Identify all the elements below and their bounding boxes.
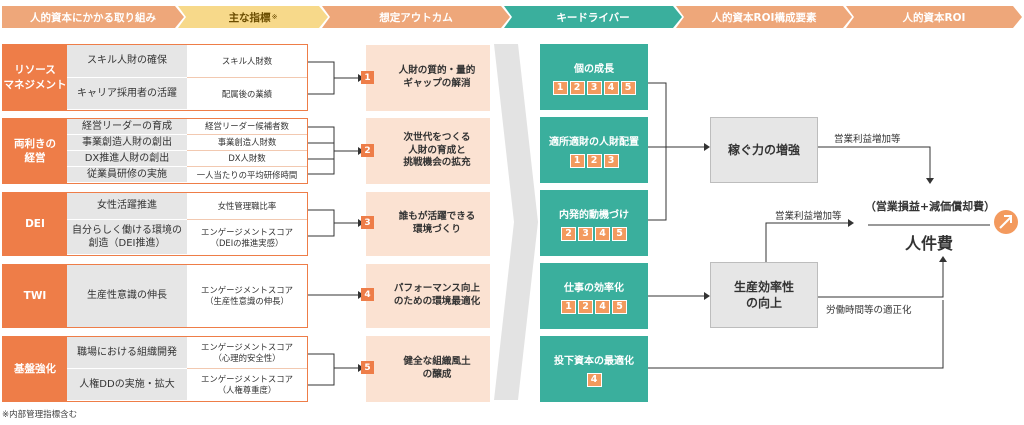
driver-work-efficiency: 仕事の効率化 1 2 4 5 [540, 263, 648, 329]
outcome-ref: 2 [561, 226, 576, 241]
outcome-5-number: 5 [361, 361, 374, 374]
indicator-dx-talent: DX人財数 [187, 151, 307, 167]
driver-label: 内発的動機づけ [559, 209, 629, 221]
indicator-business-creators: 事業創造人財数 [187, 135, 307, 151]
outcome-ref: 5 [612, 299, 627, 314]
header-step-key-drivers: キードライバー [504, 6, 682, 28]
outcome-ref: 5 [612, 226, 627, 241]
outcome-ref: 4 [595, 299, 610, 314]
initiative-org-development: 職場における組織開発 [67, 337, 187, 369]
category-resource-management: リソース マネジメント [3, 45, 67, 110]
header-step-outcomes: 想定アウトカム [322, 6, 510, 28]
outcome-ref: 3 [578, 226, 593, 241]
category-ambidextrous-management: 両利きの 経営 [3, 119, 67, 183]
initiative-career-hire: キャリア採用者の活躍 [67, 78, 187, 110]
driver-label: 個の成長 [574, 63, 614, 75]
outcome-ref: 4 [595, 226, 610, 241]
indicator-engagement-productivity: エンゲージメントスコア （生産性意識の伸長） [187, 265, 307, 327]
driver-invested-capital-optimization: 投下資本の最適化 4 [540, 336, 648, 402]
indicator-skill-talent-count: スキル人財数 [187, 45, 307, 78]
indicator-women-managers-ratio: 女性管理職比率 [187, 193, 307, 220]
outcome-ref: 1 [561, 299, 576, 314]
footnote: ※内部管理指標含む [2, 410, 78, 420]
category-dei: DEI [3, 193, 67, 255]
initiative-skill-talent: スキル人財の確保 [67, 45, 187, 78]
driver-label: 適所適財の人財配置 [549, 136, 639, 148]
outcome-ref: 1 [552, 80, 568, 95]
arrow-label-profit-top: 営業利益増加等 [834, 134, 901, 145]
header-step-roi-elements: 人的資本ROI構成要素 [676, 6, 852, 28]
driver-outcome-numbers: 1 2 3 [569, 153, 619, 168]
outcome-3-number: 3 [361, 216, 374, 229]
roi-numerator: （営業損益+減価償却費） [864, 200, 996, 213]
indicator-engagement-psych-safety: エンゲージメントスコア （心理的安全性） [187, 337, 307, 369]
category-foundation: 基盤強化 [3, 337, 67, 401]
outcome-ref: 4 [586, 372, 602, 387]
driver-right-talent-placement: 適所適財の人財配置 1 2 3 [540, 117, 648, 183]
outcome-ref: 4 [603, 80, 619, 95]
header-step-initiatives: 人的資本にかかる取り組み [2, 6, 184, 28]
initiative-dei-promotion: 自分らしく働ける環境の 創造（DEI推進） [67, 220, 187, 255]
indicator-post-assignment-performance: 配属後の業績 [187, 78, 307, 110]
outcome-3: 誰もが活躍できる 環境づくり [366, 192, 490, 256]
outcome-ref: 2 [569, 80, 585, 95]
initiative-productivity-awareness: 生産性意識の伸長 [67, 265, 187, 327]
indicator-engagement-human-rights: エンゲージメントスコア （人権尊重度） [187, 369, 307, 401]
outcome-2: 次世代をつくる 人財の育成と 挑戦機会の拡充 [366, 118, 490, 184]
driver-individual-growth: 個の成長 1 2 3 4 5 [540, 44, 648, 110]
driver-label: 仕事の効率化 [564, 282, 624, 294]
outcome-ref: 2 [578, 299, 593, 314]
initiative-leader-development: 経営リーダーの育成 [67, 119, 187, 135]
initiative-employee-training: 従業員研修の実施 [67, 167, 187, 183]
driver-outcome-numbers: 2 3 4 5 [561, 226, 627, 241]
driver-outcome-numbers: 1 2 3 4 5 [552, 80, 636, 95]
indicator-training-hours: 一人当たりの平均研修時間 [187, 167, 307, 183]
driver-label: 投下資本の最適化 [554, 355, 634, 367]
outcome-ref: 5 [620, 80, 636, 95]
arrow-label-labor-hours: 労働時間等の適正化 [826, 305, 912, 316]
driver-outcome-numbers: 1 2 4 5 [561, 299, 627, 314]
category-twi: TWI [3, 265, 67, 327]
header-step-roi: 人的資本ROI [846, 6, 1022, 28]
outcome-4-number: 4 [361, 288, 374, 301]
initiative-business-creators: 事業創造人財の創出 [67, 135, 187, 151]
driver-outcome-numbers: 4 [586, 372, 602, 387]
outcome-ref: 3 [603, 153, 619, 168]
outcome-1: 人財の質的・量的 ギャップの解消 [366, 45, 490, 111]
outcome-5: 健全な組織風土 の醸成 [366, 336, 490, 402]
indicator-engagement-dei: エンゲージメントスコア （DEIの推進実感） [187, 220, 307, 255]
header-step-indicators: 主な指標※ [178, 6, 328, 28]
transition-chevron [494, 44, 538, 400]
initiative-women-advancement: 女性活躍推進 [67, 193, 187, 220]
outcome-ref: 1 [569, 153, 585, 168]
indicator-leader-candidates: 経営リーダー候補者数 [187, 119, 307, 135]
initiative-human-rights-dd: 人権DDの実施・拡大 [67, 369, 187, 401]
outcome-1-number: 1 [361, 71, 374, 84]
roi-element-productivity: 生産効率性 の向上 [710, 262, 818, 328]
arrow-label-profit-mid: 営業利益増加等 [775, 211, 842, 222]
outcome-ref: 2 [586, 153, 602, 168]
outcome-ref: 3 [586, 80, 602, 95]
roi-denominator: 人件費 [904, 234, 953, 253]
initiative-dx-talent: DX推進人財の創出 [67, 151, 187, 167]
outcome-2-number: 2 [361, 144, 374, 157]
outcome-4: パフォーマンス向上 のための環境最適化 [366, 264, 490, 328]
driver-intrinsic-motivation: 内発的動機づけ 2 3 4 5 [540, 190, 648, 256]
roi-element-earning-power: 稼ぐ力の増強 [710, 117, 818, 183]
